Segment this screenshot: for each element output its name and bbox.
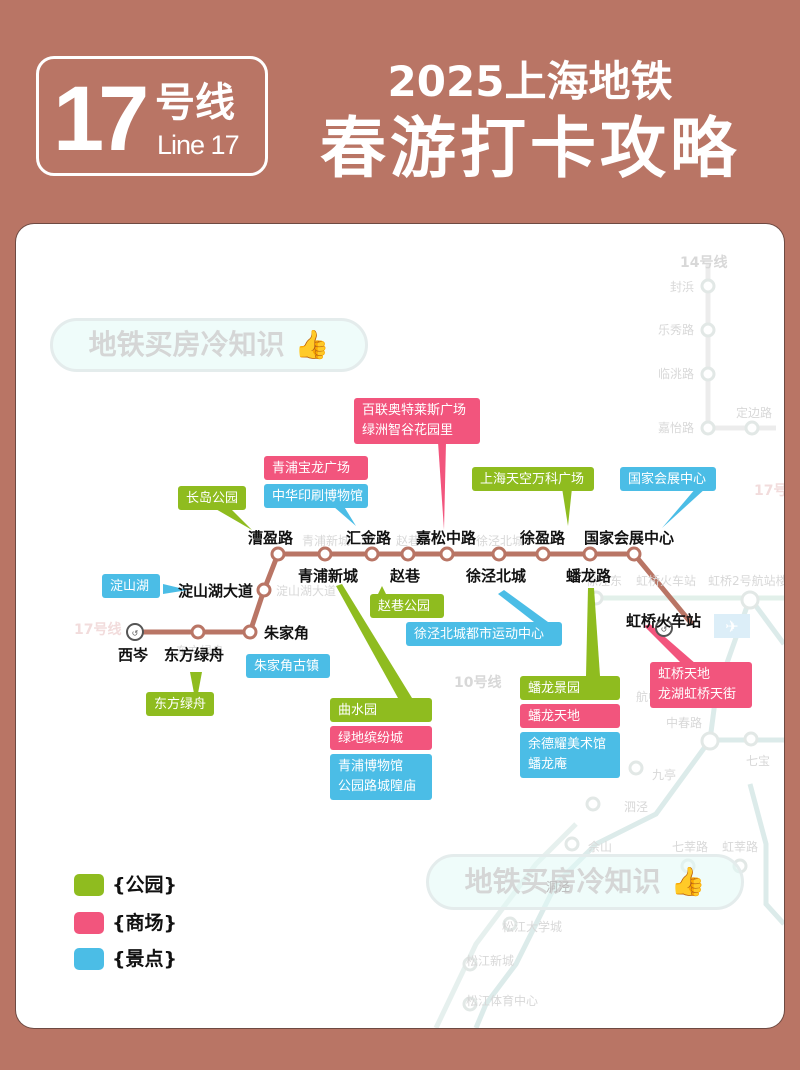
tag-text: 龙湖虹桥天街 xyxy=(658,687,737,702)
legend-label: {公园} xyxy=(112,874,178,896)
line-label-cn: 号线 xyxy=(155,80,235,126)
tag-sight-yudeyao[interactable]: 余德耀美术馆 蟠龙庵 xyxy=(520,732,620,778)
tag-mall-bailian[interactable]: 百联奥特莱斯广场 绿洲智谷花园里 xyxy=(354,398,480,444)
station-zhaoxiang[interactable]: 赵巷 xyxy=(390,567,421,585)
svg-text:✈: ✈ xyxy=(725,617,738,636)
interchange-icon-xicen: ↺ xyxy=(126,623,144,641)
tag-sight-dianshanhu[interactable]: 淀山湖 xyxy=(102,574,160,598)
tag-park-panlongjingyuan[interactable]: 蟠龙景园 xyxy=(520,676,620,700)
park-color-swatch xyxy=(74,874,104,896)
sight-color-swatch xyxy=(74,948,104,970)
tag-park-changdao[interactable]: 长岛公园 xyxy=(178,486,246,510)
tag-text: 青浦博物馆 xyxy=(338,759,404,774)
ghost-line14-label: 14号线 xyxy=(680,255,728,271)
tag-mall-shanghaitiankong[interactable]: 上海天空万科广场 xyxy=(472,467,594,491)
airport-icon xyxy=(714,614,750,638)
tag-park-zhaoxiang[interactable]: 赵巷公园 xyxy=(370,594,444,618)
tag-text: 蟠龙庵 xyxy=(528,757,568,772)
station-panlonglu[interactable]: 蟠龙路 xyxy=(566,567,612,585)
ghost-station: 赵巷 xyxy=(396,534,421,548)
ghost-line17-label: 17号线 xyxy=(74,622,122,638)
ghost-station: 七宝 xyxy=(746,754,771,768)
line-badge: 17 号线 Line 17 xyxy=(36,56,268,176)
station-zhujiajiao[interactable]: 朱家角 xyxy=(264,624,310,642)
watermark-text: 地铁买房冷知识 xyxy=(88,328,285,361)
tag-sight-guojiahuizhan[interactable]: 国家会展中心 xyxy=(620,467,716,491)
ghost-station: 松江大学城 xyxy=(502,920,563,934)
tag-mall-hongqiaotiandi[interactable]: 虹桥天地 龙湖虹桥天街 xyxy=(650,662,752,708)
legend-label: {景点} xyxy=(112,948,178,970)
ghost-station: 虹莘路 xyxy=(722,840,759,854)
station-dongfanglvzhou[interactable]: 东方绿舟 xyxy=(164,646,225,664)
tag-text: 公园路城隍庙 xyxy=(338,779,417,794)
tag-mall-panlongtiandi[interactable]: 蟠龙天地 xyxy=(520,704,620,728)
ghost-stations xyxy=(462,278,760,1012)
tag-sight-zhonghuayinshua[interactable]: 中华印刷博物馆 xyxy=(264,484,368,508)
tag-park-qushuiyuan[interactable]: 曲水园 xyxy=(330,698,432,722)
ghost-station: 七莘路 xyxy=(672,840,709,854)
legend-label: {商场} xyxy=(112,912,178,934)
ghost-station: 乐秀路 xyxy=(658,323,695,337)
page-title-line2: 春游打卡攻略 xyxy=(320,110,740,187)
ghost-station: 佘山 xyxy=(588,840,613,854)
station-caoyinglu[interactable]: 漕盈路 xyxy=(248,529,294,547)
line17-stations xyxy=(190,546,642,640)
ghost-station: 中春路 xyxy=(666,716,703,730)
ghost-line14 xyxy=(705,264,776,431)
tag-mall-qingpubaolong[interactable]: 青浦宝龙广场 xyxy=(264,456,368,480)
tag-text: 虹桥天地 xyxy=(658,667,711,682)
station-xicen[interactable]: 西岑 xyxy=(118,646,149,664)
mall-color-swatch xyxy=(74,912,104,934)
tag-park-dongfanglvzhou[interactable]: 东方绿舟 xyxy=(146,692,214,716)
station-qingpuxincheng[interactable]: 青浦新城 xyxy=(298,567,359,585)
map-card: ↺ ↺ ✈ 地铁买房冷知识 👍 地铁买房冷知识 👍 14号线 封浜 乐秀路 临洮… xyxy=(16,224,784,1028)
station-guojiahuizhan[interactable]: 国家会展中心 xyxy=(584,529,675,547)
thumbs-up-icon: 👍 xyxy=(670,865,706,898)
line-label-en: Line 17 xyxy=(157,130,240,160)
metro-map-canvas: ↺ ↺ ✈ xyxy=(126,264,784,1028)
tag-sight-zhujiajiaoguzhen[interactable]: 朱家角古镇 xyxy=(246,654,330,678)
ghost-station: 定边路 xyxy=(736,406,773,420)
callout-pointers xyxy=(163,442,706,704)
ghost-station: 东方绿舟 xyxy=(176,644,225,658)
ghost-station: 虹桥火车站 xyxy=(636,574,697,588)
thumbs-up-icon: 👍 xyxy=(294,328,330,361)
ghost-station: 洞泾 xyxy=(546,880,571,894)
page-title-line1: 2025上海地铁 xyxy=(387,57,673,106)
ghost-station: 徐泾东 xyxy=(586,574,623,588)
tag-text: 百联奥特莱斯广场 xyxy=(362,403,467,418)
line-number: 17 xyxy=(53,68,149,170)
line17-track xyxy=(135,551,694,635)
interchange-icon-hongqiao: ↺ xyxy=(655,619,673,637)
tag-sight-xujingyundong[interactable]: 徐泾北城都市运动中心 xyxy=(406,622,562,646)
watermark-bottom: 地铁买房冷知识 👍 xyxy=(426,854,744,910)
ghost-station: 虹桥2号航站楼 xyxy=(708,574,784,588)
svg-text:↺: ↺ xyxy=(661,625,668,634)
station-dianshanhudadao[interactable]: 淀山湖大道 xyxy=(178,582,254,600)
ghost-station: 泗泾 xyxy=(624,800,649,814)
ghost-station: 淀山湖大道 xyxy=(276,584,337,598)
watermark-top: 地铁买房冷知识 👍 xyxy=(50,318,368,372)
station-hongqiaohuochezhan[interactable]: 虹桥火车站 xyxy=(626,612,702,630)
ghost-station: 封浜 xyxy=(670,280,695,294)
ghost-station: 嘉怡路 xyxy=(658,421,695,435)
tag-sight-qingpubowuguan[interactable]: 青浦博物馆 公园路城隍庙 xyxy=(330,754,432,800)
ghost-station: 徐泾北城 xyxy=(476,534,525,548)
ghost-station: 青浦新城 xyxy=(302,534,351,548)
tag-mall-lvdibinfen[interactable]: 绿地缤纷城 xyxy=(330,726,432,750)
svg-text:↺: ↺ xyxy=(132,629,139,638)
station-jiasongzhonglu[interactable]: 嘉松中路 xyxy=(416,529,477,547)
station-xuyinglu[interactable]: 徐盈路 xyxy=(520,529,566,547)
ghost-station: 松江新城 xyxy=(466,954,515,968)
ghost-line10-label: 10号线 xyxy=(454,675,502,691)
ghost-line17-label-right: 17号线 xyxy=(754,483,784,499)
station-xujingbeicheng[interactable]: 徐泾北城 xyxy=(466,567,527,585)
ghost-station: 松江体育中心 xyxy=(466,994,539,1008)
ghost-station: 临洮路 xyxy=(658,367,695,381)
watermark-text: 地铁买房冷知识 xyxy=(464,865,661,898)
ghost-station: 九亭 xyxy=(652,768,677,782)
tag-text: 绿洲智谷花园里 xyxy=(362,423,454,438)
station-huijinlu[interactable]: 汇金路 xyxy=(346,529,392,547)
tag-text: 余德耀美术馆 xyxy=(528,737,607,752)
